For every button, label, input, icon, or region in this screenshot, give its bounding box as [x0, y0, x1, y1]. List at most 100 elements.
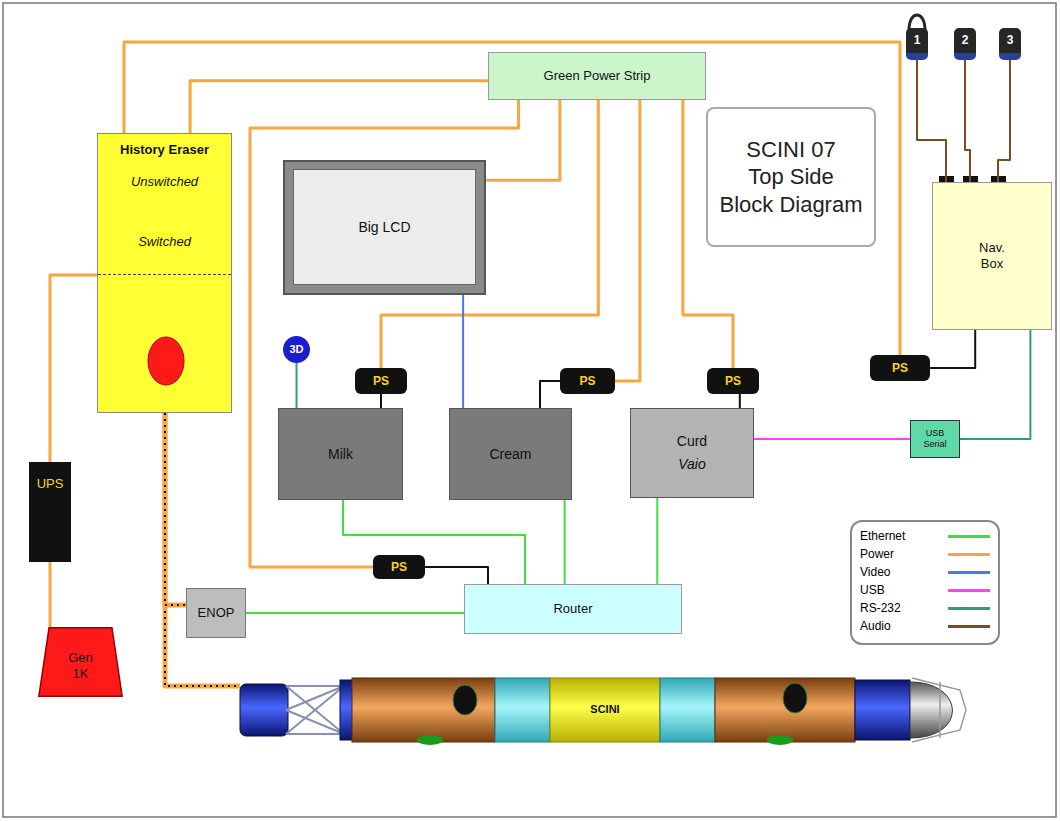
cable — [246, 613, 464, 614]
cable-line — [754, 438, 910, 440]
cable-line — [615, 100, 640, 381]
legend-text: Power — [860, 547, 894, 561]
cable-line — [246, 612, 464, 614]
node-text: UPS — [37, 476, 64, 492]
cable — [965, 60, 970, 182]
cable-line — [930, 330, 975, 368]
cable — [50, 275, 97, 462]
computer: CurdVaio — [630, 408, 754, 498]
node-text: Cream — [489, 446, 531, 463]
title-box: SCINI 07 Top Side Block Diagram — [706, 107, 876, 247]
cable-line — [486, 100, 560, 180]
cable-line — [165, 413, 240, 686]
legend-row: RS-232 — [860, 599, 990, 617]
node-text: Nav. Box — [971, 240, 1013, 271]
dashed-divider — [98, 274, 231, 275]
legend-box: EthernetPowerVideoUSB RS-232Audio — [850, 520, 1000, 645]
legend-swatch — [948, 625, 990, 628]
audio-connector: 2 — [954, 28, 976, 60]
cable-line — [380, 394, 382, 408]
power-supply: PS — [560, 368, 615, 394]
node-text: ENOP — [198, 605, 235, 621]
node-text: Vaio — [678, 456, 706, 473]
generator: Gen 1K — [38, 627, 123, 697]
cable — [754, 439, 910, 440]
cable-line — [739, 394, 741, 408]
cable-line — [50, 275, 97, 462]
node-text: PS — [373, 374, 389, 388]
node-text: Milk — [328, 446, 353, 463]
cable — [296, 363, 297, 408]
diagram-title: SCINI 07 Top Side Block Diagram — [716, 136, 866, 219]
cable-line — [49, 562, 52, 627]
power-supply: PS — [355, 368, 407, 394]
power-supply: PS — [373, 555, 425, 579]
computer: Milk — [278, 408, 403, 500]
legend-row: Power — [860, 545, 990, 563]
power-button — [146, 335, 186, 387]
cable-line — [190, 81, 488, 133]
tether-cable — [165, 413, 240, 686]
cable — [50, 562, 51, 627]
cable — [463, 295, 464, 408]
power-strip: Green Power Strip — [488, 52, 706, 100]
tether-cable — [165, 413, 186, 605]
cable — [486, 100, 560, 180]
cable-line — [425, 567, 488, 584]
node-text: 1 — [914, 33, 921, 47]
legend-text: Audio — [860, 619, 891, 633]
audio-connector: 1 — [906, 28, 928, 60]
node-text: PS — [391, 560, 407, 574]
cable-line — [296, 363, 298, 408]
cable — [540, 381, 560, 408]
cable-line — [124, 42, 900, 355]
legend-text: Ethernet — [860, 529, 905, 543]
legend-swatch — [948, 589, 990, 592]
cable — [917, 60, 946, 182]
node-text: Unswitched — [131, 174, 198, 190]
node-text: Switched — [138, 234, 191, 250]
node-text: Green Power Strip — [544, 68, 651, 84]
3d-mouse: 3D — [283, 336, 310, 363]
node-text: PS — [725, 374, 741, 388]
cable — [564, 500, 565, 584]
nav-box: Nav. Box — [932, 182, 1052, 330]
cable-line — [564, 500, 566, 584]
node-text: Curd — [677, 433, 707, 450]
node-text: Gen 1K — [65, 650, 97, 681]
cable — [381, 394, 382, 408]
node-text: 3D — [289, 343, 303, 356]
cable-line — [462, 295, 464, 408]
cable-line — [917, 60, 946, 182]
cable — [615, 100, 640, 381]
legend-swatch — [948, 535, 990, 538]
power-supply: PS — [870, 355, 930, 381]
cable — [998, 60, 1010, 182]
node-text: Big LCD — [358, 219, 410, 236]
audio-connector: 3 — [999, 28, 1021, 60]
cable-line — [343, 500, 525, 584]
legend-text: Video — [860, 565, 890, 579]
cable — [343, 500, 525, 584]
cable-line — [656, 498, 658, 584]
power-supply: PS — [707, 368, 759, 394]
rov-vehicle: SCINI — [240, 670, 970, 750]
cable-line — [965, 60, 970, 182]
node-text: PS — [892, 361, 908, 375]
router: Router — [464, 584, 682, 634]
cable-line — [960, 330, 1030, 439]
power-button-shape — [148, 337, 184, 385]
cable-line — [998, 60, 1010, 182]
legend-row: USB — [860, 581, 990, 599]
enop-box: ENOP — [186, 588, 246, 638]
cable — [930, 330, 975, 368]
cable — [739, 394, 740, 408]
legend-row: Video — [860, 563, 990, 581]
legend-swatch — [948, 607, 990, 610]
legend-swatch — [948, 571, 990, 574]
cable — [960, 330, 1030, 439]
node-text: SCINI — [590, 703, 619, 716]
legend-text: USB — [860, 583, 885, 597]
usb-serial-adapter: USB Serial — [910, 420, 960, 458]
node-text: USB Serial — [917, 428, 953, 450]
